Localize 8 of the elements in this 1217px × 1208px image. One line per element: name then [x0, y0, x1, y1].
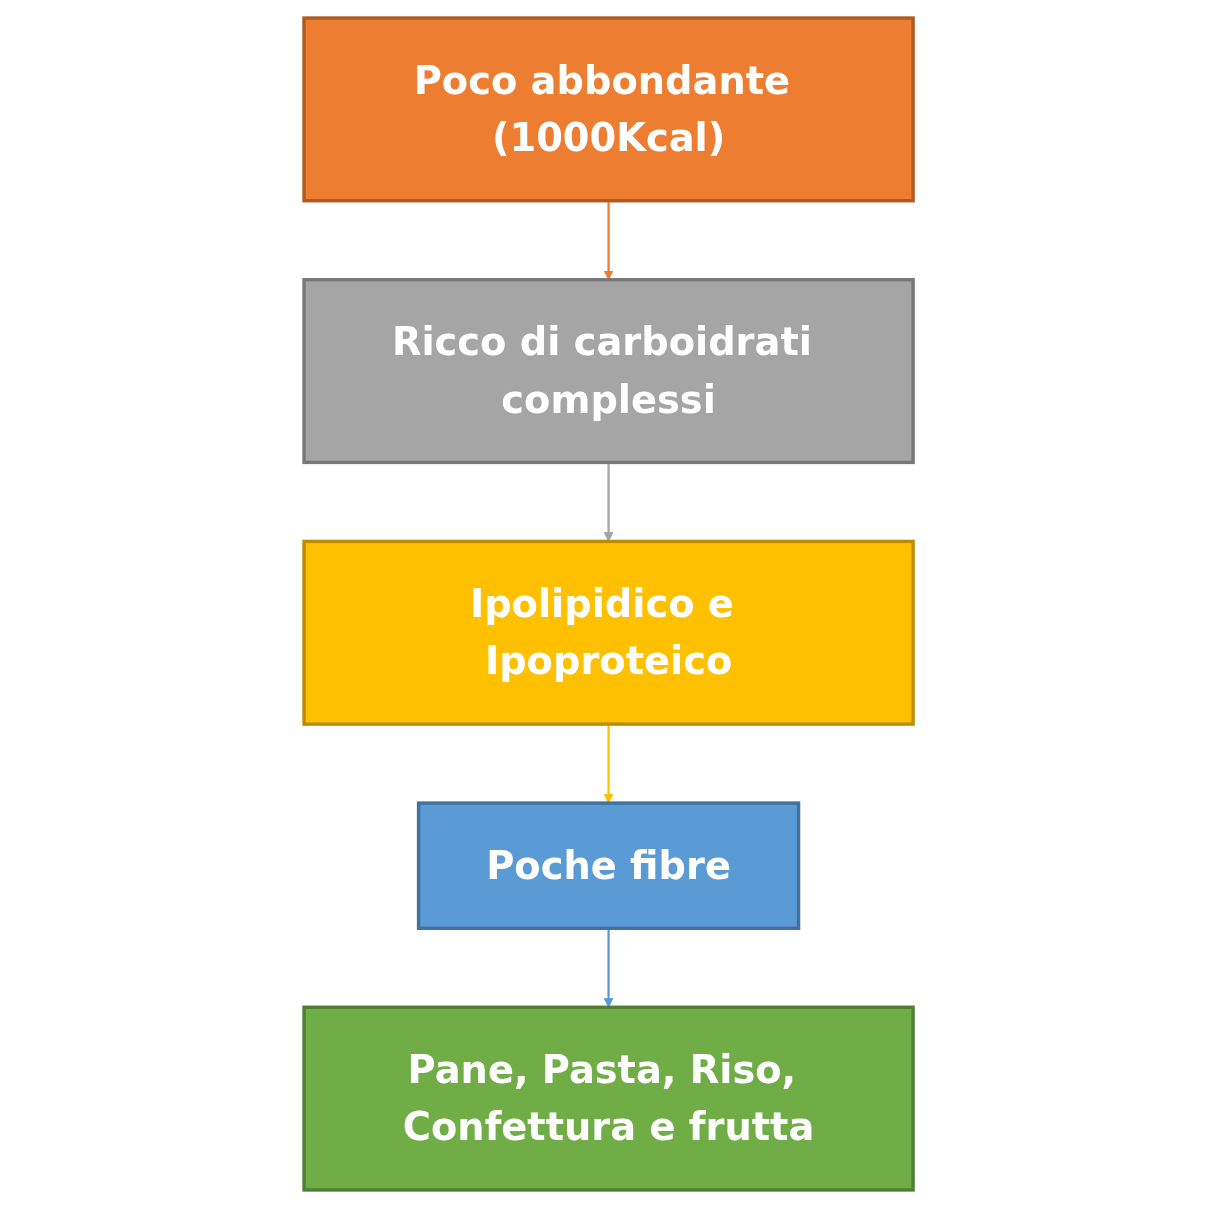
- arrow: [603, 462, 614, 542]
- node-box: Ricco di carboidrati complessi: [302, 278, 915, 465]
- node-box: Ipolipidico e Ipoproteico: [302, 539, 915, 726]
- arrow: [603, 928, 614, 1008]
- node-box: Poco abbondante (1000Kcal): [302, 16, 915, 203]
- arrow: [603, 724, 614, 804]
- node-box: Poche fibre: [416, 801, 801, 930]
- node-box: Pane, Pasta, Riso, Confettura e frutta: [302, 1005, 915, 1192]
